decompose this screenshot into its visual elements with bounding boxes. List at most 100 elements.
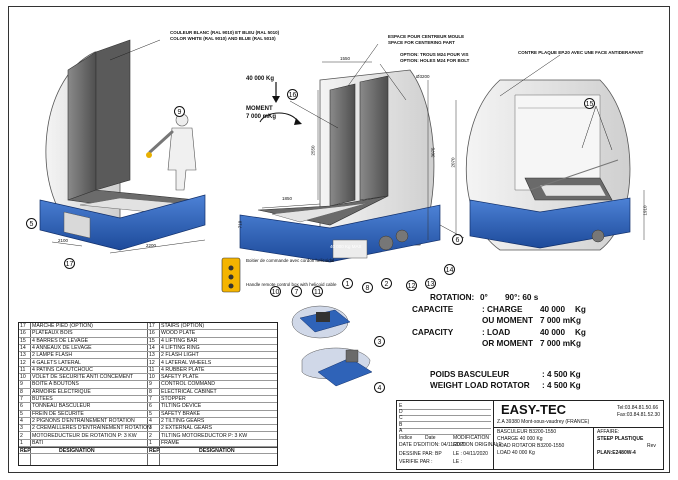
bom-header-rep: REP bbox=[20, 448, 31, 454]
bom-cell-fr: BATI bbox=[32, 439, 44, 446]
bom-cell-fr: 2 PIGNONS D'ENTRAINEMENT ROTATION bbox=[32, 417, 135, 424]
bom-header: REP DESIGNATION REP DESIGNATION bbox=[19, 447, 277, 455]
bom-cell-fr: ARMOIRE ELECTRIQUE bbox=[32, 388, 91, 395]
bom-row: 16 PLATEAUX BOIS 16 WOOD PLATE bbox=[19, 330, 277, 338]
affaire-label: AFFAIRE: bbox=[597, 429, 620, 435]
bom-cell-rep2: 15 bbox=[149, 337, 155, 344]
callout-8: 8 bbox=[362, 282, 373, 293]
bom-cell-en: STAIRS (OPTION) bbox=[161, 323, 205, 329]
callout-12: 12 bbox=[406, 280, 417, 291]
right-tilter-view bbox=[455, 79, 645, 251]
bom-cell-en: 2 TILTING GEARS bbox=[161, 417, 205, 424]
bom-cell-en: ELECTRICAL CABINET bbox=[161, 388, 217, 395]
bom-cell-fr: 4 BARRES DE LEVAGE bbox=[32, 337, 89, 344]
bom-cell-rep: 15 bbox=[20, 337, 26, 344]
revision-row: D bbox=[399, 409, 491, 417]
bom-cell-rep: 5 bbox=[20, 410, 23, 417]
moment-value: 7 000 mKg bbox=[246, 114, 277, 120]
callout-17: 17 bbox=[64, 258, 75, 269]
bom-cell-fr: BUTEES bbox=[32, 396, 53, 402]
holes-note-en: OPTION: HOLES M24 FOR BOLT bbox=[400, 58, 470, 63]
callout-16: 16 bbox=[287, 89, 298, 100]
callout-13: 13 bbox=[425, 278, 436, 289]
bom-cell-rep2: 14 bbox=[149, 344, 155, 351]
bom-cell-rep2: 16 bbox=[149, 330, 155, 337]
capacite-label: CAPACITE bbox=[412, 305, 454, 314]
dim-1910: 1910 bbox=[642, 205, 648, 216]
callout-11: 11 bbox=[312, 286, 323, 297]
bom-cell-fr: 2 LAMPE FLASH bbox=[32, 352, 73, 359]
callout-1: 1 bbox=[342, 278, 353, 289]
bom-cell-rep2: 7 bbox=[149, 396, 152, 402]
holes-note-fr: OPTION: TROUS M24 POUR VIS bbox=[400, 52, 469, 57]
bom-cell-rep: 7 bbox=[20, 396, 23, 402]
centering-note-en: SPACE FOR CENTERING PART bbox=[388, 40, 455, 45]
drawn-date: LE : 04/11/2020 bbox=[453, 451, 488, 457]
bom-cell-rep: 3 bbox=[20, 425, 23, 432]
load-label: 40 000 Kg bbox=[246, 76, 275, 82]
bom-cell-fr: PLATEAUX BOIS bbox=[32, 330, 73, 337]
revision-row: C bbox=[399, 415, 491, 423]
bom-header-designation2: DESIGNATION bbox=[199, 448, 235, 454]
plan-number: PLAN:E2480W-4 bbox=[597, 450, 636, 456]
callout-9: 9 bbox=[174, 106, 185, 117]
bom-cell-en: 4 LIFTING BAR bbox=[161, 337, 198, 344]
bom-cell-en: CONTROL COMMAND bbox=[161, 381, 215, 388]
weight-value: : 4 500 Kg bbox=[542, 381, 581, 390]
product-charge: CHARGE 40 000 Kg bbox=[497, 436, 543, 442]
ou-moment-label: OU MOMENT bbox=[482, 316, 533, 325]
bom-cell-rep2: 11 bbox=[149, 366, 155, 373]
capacity-label: CAPACITY bbox=[412, 328, 454, 337]
dim-3075: 3075 bbox=[430, 147, 436, 158]
bom-cell-rep: 12 bbox=[20, 359, 26, 366]
bom-cell-fr: TONNEAU BASCULEUR bbox=[32, 403, 91, 410]
callout-15: 15 bbox=[584, 98, 595, 109]
callout-5: 5 bbox=[26, 218, 37, 229]
bom-cell-rep2: 13 bbox=[149, 352, 155, 359]
moment-label: MOMENT bbox=[246, 106, 273, 112]
remote-note-en: Handle remote control box with helicoid … bbox=[246, 282, 337, 287]
affaire-value: STEEP PLASTIQUE bbox=[597, 436, 644, 442]
product-en: LOAD ROTATOR B3200-1550 bbox=[497, 443, 565, 449]
indice-label: Indice bbox=[399, 435, 413, 441]
bom-row: 15 4 BARRES DE LEVAGE 15 4 LIFTING BAR bbox=[19, 338, 277, 345]
bom-cell-en: 4 RUBBER PLATE bbox=[161, 366, 205, 373]
bom-cell-rep: 11 bbox=[20, 366, 26, 373]
revision-row: B bbox=[399, 422, 491, 429]
color-note-fr: COULEUR BLANC (RAL 9010) ET BLEU (RAL 50… bbox=[170, 30, 280, 35]
revision-row: E bbox=[399, 403, 491, 410]
company-fax: Fax:03.84.81.52.30 bbox=[617, 412, 661, 418]
bom-cell-rep: 17 bbox=[20, 323, 26, 329]
rotation-label: ROTATION: bbox=[430, 293, 475, 302]
weight-label: WEIGHT LOAD ROTATOR bbox=[430, 381, 530, 390]
bom-cell-fr: BOITE A BOUTONS bbox=[32, 381, 79, 388]
detail-views bbox=[291, 305, 373, 387]
bom-cell-rep: 16 bbox=[20, 330, 26, 337]
bom-cell-en: SAFETY BRAKE bbox=[161, 410, 201, 417]
ou-moment-value: 7 000 mKg bbox=[540, 316, 581, 325]
rev-label: Rev bbox=[647, 443, 656, 449]
bom-cell-en: 4 LIFTING RING bbox=[161, 344, 200, 351]
product-load: LOAD 40 000 Kg bbox=[497, 450, 535, 456]
sheet-border bbox=[8, 6, 670, 473]
bom-cell-rep: 8 bbox=[20, 388, 23, 395]
edition-label: EDITION ORIGINALE bbox=[453, 442, 502, 448]
bom-cell-fr: 4 ANNEAUX DE LEVAGE bbox=[32, 344, 92, 351]
bom-header-designation: DESIGNATION bbox=[59, 448, 95, 454]
callout-4: 4 bbox=[374, 382, 385, 393]
plate-note: CONTRE PLAQUE EP.20 AVEC UNE FACE ANTIDE… bbox=[518, 50, 644, 55]
product-fr: BASCULEUR B3200-1550 bbox=[497, 429, 557, 435]
bom-cell-en: SAFETY PLATE bbox=[161, 374, 199, 381]
callout-7: 7 bbox=[291, 286, 302, 297]
poids-value: : 4 500 Kg bbox=[542, 370, 581, 379]
bom-cell-en: WOOD PLATE bbox=[161, 330, 196, 337]
bom-cell-en: 2 EXTERNAL GEARS bbox=[161, 425, 213, 432]
